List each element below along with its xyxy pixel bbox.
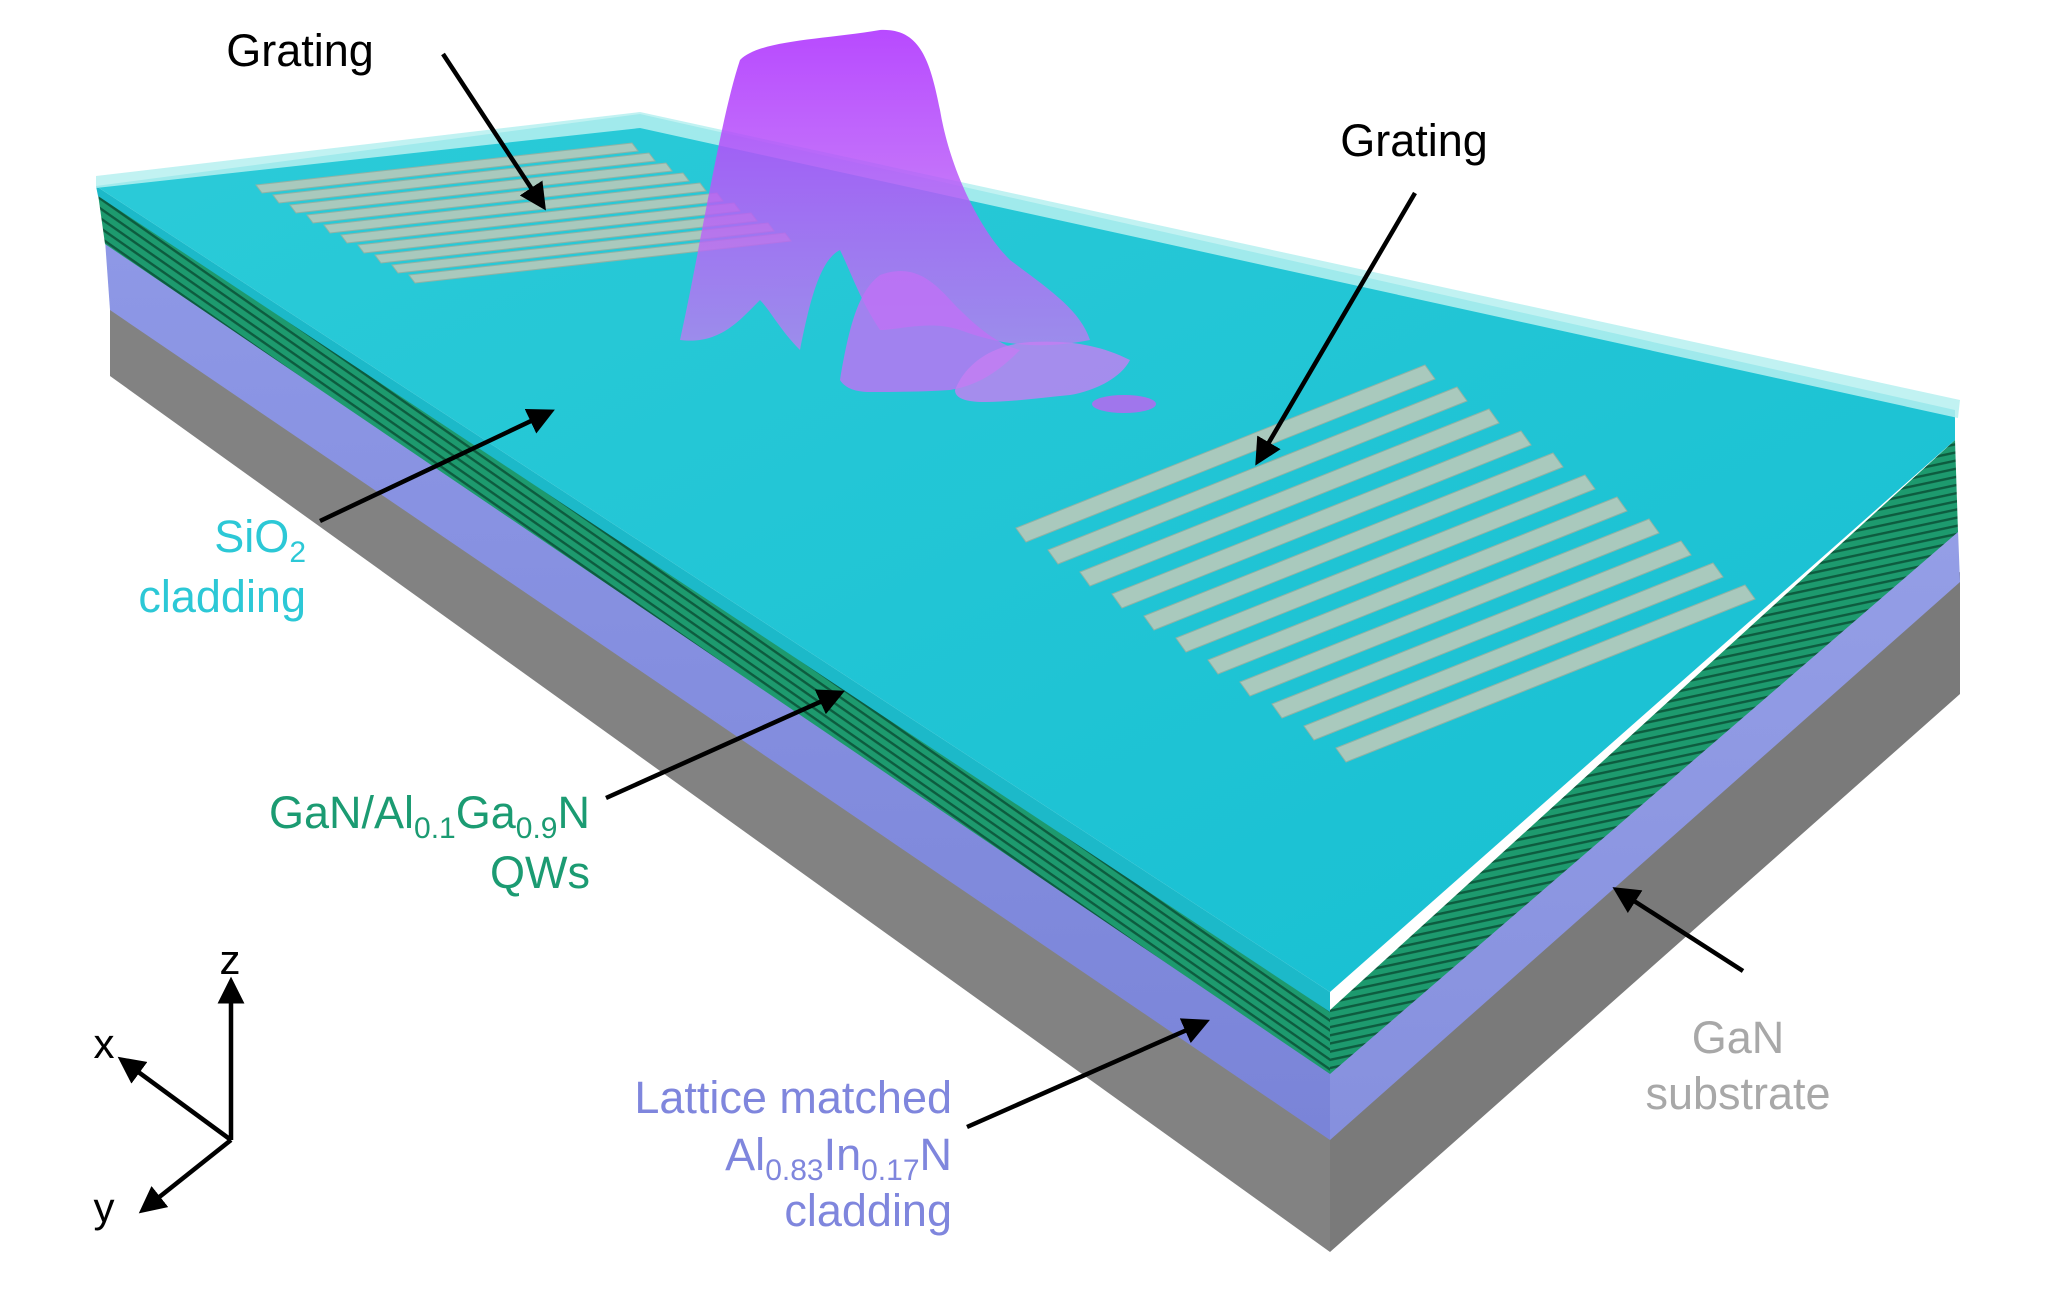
label-qw-composition: GaN/Al0.1Ga0.9N: [269, 787, 590, 845]
label-grating-right: Grating: [1340, 115, 1488, 166]
grating-bar: [1143, 452, 1564, 631]
grating-bar: [1271, 540, 1692, 719]
grating-bar: [272, 152, 656, 204]
device-slab: [96, 112, 1960, 1252]
grating-bar: [1239, 518, 1660, 697]
grating-right: [1015, 364, 1756, 763]
axis-x-arrow: [117, 1056, 233, 1142]
label-sio2-sub: 2: [289, 536, 306, 569]
mode-main-lobe: [680, 29, 1090, 351]
qw-stack-front: [98, 194, 1330, 1074]
label-alin-a: Al: [725, 1129, 765, 1180]
axis-y-arrow: [138, 1138, 233, 1214]
arrow-alin: [966, 1018, 1210, 1130]
label-gan-substrate: substrate: [1645, 1068, 1830, 1119]
label-axis-x: x: [94, 1020, 115, 1067]
label-alin-c: In: [824, 1129, 862, 1180]
label-qw-d: 0.9: [516, 812, 558, 845]
label-qw-b: 0.1: [414, 812, 456, 845]
labels: Grating Grating SiO2 cladding GaN/Al0.1G…: [94, 25, 1831, 1236]
arrow-sio2: [319, 409, 555, 524]
gan-substrate-right: [1330, 572, 1960, 1252]
label-grating-left: Grating: [226, 25, 374, 76]
mode-third-lobe: [955, 341, 1130, 402]
label-alin-e: N: [920, 1129, 953, 1180]
grating-left: [255, 142, 792, 284]
label-alin-b: 0.83: [765, 1154, 823, 1187]
grating-bar: [306, 172, 690, 224]
arrow-grating-left: [441, 52, 546, 211]
grating-bar: [1015, 364, 1436, 543]
annotation-arrows: [319, 52, 1745, 1130]
grating-bar: [1175, 474, 1596, 653]
grating-bar: [1047, 386, 1468, 565]
label-axis-z: z: [220, 936, 241, 983]
grating-bar: [255, 142, 639, 194]
alin-cladding-right: [1330, 530, 1960, 1140]
optical-mode: [680, 29, 1156, 413]
label-axis-y: y: [94, 1184, 115, 1231]
label-alin-composition: Al0.83In0.17N: [725, 1129, 952, 1187]
label-sio2: SiO2: [214, 511, 306, 569]
label-sio2-main: SiO: [214, 511, 289, 562]
mode-second-lobe: [840, 270, 1020, 392]
gan-substrate-front: [110, 302, 1330, 1252]
grating-bar: [1335, 584, 1756, 763]
label-qw-a: GaN/Al: [269, 787, 414, 838]
label-sio2-cladding: cladding: [138, 571, 306, 622]
grating-bar: [289, 162, 673, 214]
sio2-top-surface: [96, 114, 1955, 992]
label-lattice-matched: Lattice matched: [634, 1072, 952, 1123]
label-gan: GaN: [1692, 1012, 1785, 1063]
label-qw-c: Ga: [456, 787, 517, 838]
grating-bar: [1111, 430, 1532, 609]
alin-cladding-front: [105, 240, 1330, 1140]
sio2-front-edge: [96, 186, 1330, 1012]
arrow-qw: [605, 689, 845, 801]
grating-bar: [1303, 562, 1724, 741]
grating-bar: [1079, 408, 1500, 587]
grating-bar: [1207, 496, 1628, 675]
grating-bar: [323, 182, 707, 234]
arrow-grating-right: [1255, 191, 1417, 466]
mode-fourth-lobe: [1092, 395, 1156, 413]
label-alin-d: 0.17: [861, 1154, 919, 1187]
label-qw-e: N: [558, 787, 591, 838]
qw-stack-right: [1330, 440, 1958, 1074]
label-alin-cladding: cladding: [784, 1185, 952, 1236]
label-qws: QWs: [490, 847, 590, 898]
coordinate-axes: [117, 976, 245, 1214]
arrow-gan: [1612, 887, 1745, 973]
